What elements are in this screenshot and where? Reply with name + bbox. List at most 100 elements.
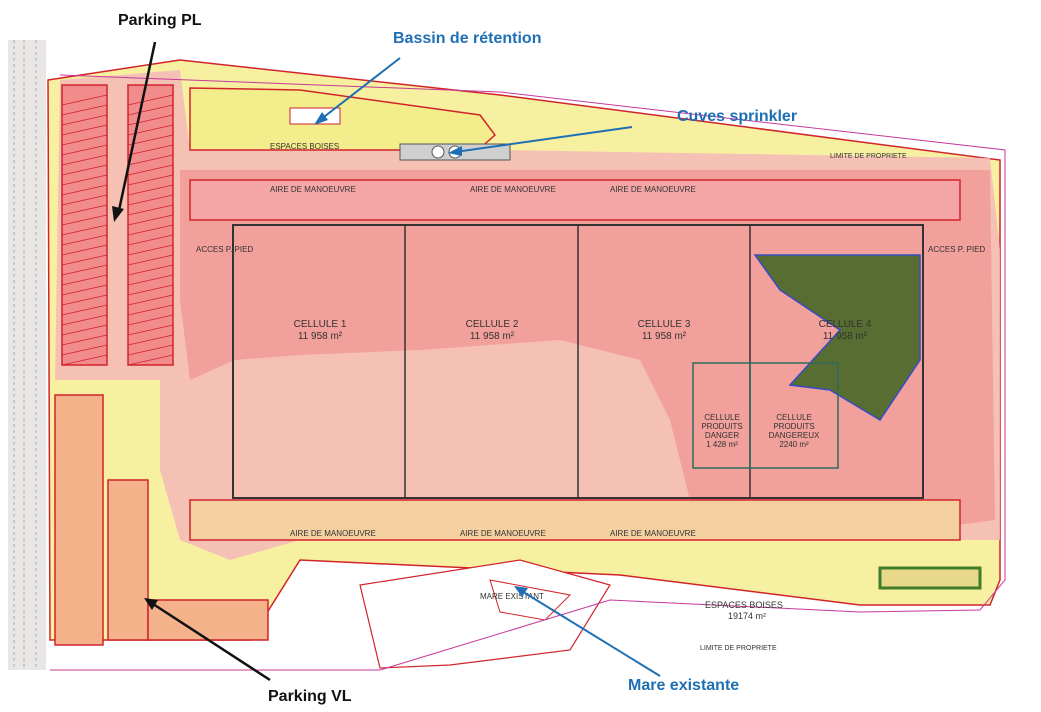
parking-stall-line: [61, 334, 108, 346]
parking-stall-line: [61, 224, 108, 236]
manoeuvre-top: [189, 179, 961, 221]
parking-pl-area: [61, 84, 174, 366]
arrow-bassin: [319, 57, 401, 121]
parking-stall-line: [61, 164, 108, 176]
hazard-cells-box: [692, 362, 839, 469]
manoeuvre-label-top-3: AIRE DE MANOEUVRE: [610, 185, 696, 194]
cell-2-name: CELLULE 2: [466, 319, 519, 330]
parking-stall-line: [61, 154, 108, 166]
parking-stall-line: [61, 344, 108, 356]
parking-stall-line: [61, 94, 108, 106]
parking-stall-line: [61, 194, 108, 206]
parking-stall-line: [127, 244, 174, 256]
retention-basin: [189, 87, 497, 151]
parking-stall-line: [127, 264, 174, 276]
parking-stall-line: [61, 284, 108, 296]
parking-stall-line: [61, 234, 108, 246]
limite-propriete-bottom: LIMITE DE PROPRIETE: [700, 645, 777, 652]
callout-mare: Mare existante: [628, 677, 740, 694]
hazard-cell-2-line3: DANGEREUX: [769, 431, 820, 440]
callout-arrows: [112, 41, 661, 682]
manoeuvre-label-top-1: AIRE DE MANOEUVRE: [270, 185, 356, 194]
property-limit: [50, 74, 1006, 671]
parking-stall-line: [61, 104, 108, 116]
plan-labels: AIRE DE MANOEUVRE AIRE DE MANOEUVRE AIRE…: [196, 142, 985, 652]
cell-labels: CELLULE 1 11 958 m² CELLULE 2 11 958 m² …: [294, 319, 872, 342]
callout-cuves: Cuves sprinkler: [677, 108, 798, 125]
green-hatched-zone: [753, 254, 921, 422]
cell-3-area: 11 958 m²: [642, 331, 687, 342]
parking-stall-line: [127, 304, 174, 316]
arrow-parking-pl: [116, 41, 157, 216]
hazard-cell-2-line1: CELLULE: [776, 413, 812, 422]
parking-stall-line: [61, 324, 108, 336]
parking-stall-line: [127, 174, 174, 186]
callout-parking-pl: Parking PL: [118, 12, 202, 29]
parking-stall-line: [61, 204, 108, 216]
parking-stall-line: [127, 94, 174, 106]
parking-stall-line: [127, 204, 174, 216]
hazard-cell-1-line1: CELLULE: [704, 413, 740, 422]
cell-2-area: 11 958 m²: [470, 331, 515, 342]
espaces-boises-small: ESPACES BOISES: [270, 142, 339, 151]
parking-stall-line: [127, 334, 174, 346]
espaces-boises-label: ESPACES BOISES: [705, 600, 783, 610]
callout-bassin: Bassin de rétention: [393, 30, 542, 47]
hazard-cell-2-area: 2240 m²: [779, 440, 809, 449]
parking-stall-line: [127, 154, 174, 166]
cell-4-area: 11 958 m²: [823, 331, 868, 342]
manoeuvre-label-top-2: AIRE DE MANOEUVRE: [470, 185, 556, 194]
parking-stall-line: [127, 144, 174, 156]
parking-stall-line: [61, 174, 108, 186]
limite-propriete-top: LIMITE DE PROPRIETE: [830, 153, 907, 160]
hazard-cell-2-line2: PRODUITS: [773, 422, 814, 431]
parking-stall-line: [61, 144, 108, 156]
parking-stall-line: [61, 114, 108, 126]
parking-stall-line: [61, 214, 108, 226]
parking-stall-line: [61, 254, 108, 266]
parking-stall-line: [127, 214, 174, 226]
parking-stall-line: [127, 254, 174, 266]
parking-stall-line: [61, 314, 108, 326]
arrow-cuves: [454, 126, 633, 153]
parking-stall-line: [61, 134, 108, 146]
parking-stall-line: [127, 134, 174, 146]
parking-stall-line: [61, 184, 108, 196]
parking-stall-line: [127, 314, 174, 326]
manoeuvre-label-bottom-2: AIRE DE MANOEUVRE: [460, 529, 546, 538]
parking-stall-line: [127, 104, 174, 116]
manoeuvre-label-bottom-1: AIRE DE MANOEUVRE: [290, 529, 376, 538]
mare-plan-label: MARE EXISTANT: [480, 592, 544, 601]
parking-stall-line: [61, 294, 108, 306]
manoeuvre-bottom: [189, 499, 961, 541]
hazard-cell-1-line2: PRODUITS: [701, 422, 742, 431]
parking-stall-line: [61, 274, 108, 286]
cell-4-name: CELLULE 4: [819, 319, 872, 330]
parking-stall-line: [127, 164, 174, 176]
hazard-cell-1-area: 1 428 m²: [706, 440, 738, 449]
left-road-strip: [8, 40, 46, 670]
parking-stall-line: [127, 324, 174, 336]
cell-1-area: 11 958 m²: [298, 331, 343, 342]
parking-stall-line: [61, 244, 108, 256]
parking-stall-line: [61, 354, 108, 366]
parking-stall-line: [61, 304, 108, 316]
parking-stall-line: [127, 114, 174, 126]
parking-stall-line: [127, 224, 174, 236]
arrow-mare: [519, 589, 661, 677]
arrow-parking-vl: [149, 600, 271, 682]
small-wooded-box: [878, 566, 982, 590]
manoeuvre-label-bottom-3: AIRE DE MANOEUVRE: [610, 529, 696, 538]
callout-parking-vl: Parking VL: [268, 688, 352, 705]
parking-stall-line: [127, 234, 174, 246]
hazard-cell-labels: CELLULE PRODUITS DANGER 1 428 m² CELLULE…: [701, 413, 820, 449]
acces-pied-right: ACCES P. PIED: [928, 245, 985, 254]
acces-pied-left: ACCES P. PIED: [196, 245, 253, 254]
espaces-boises-area: 19174 m²: [728, 611, 766, 621]
parking-stall-line: [127, 184, 174, 196]
pond-outline: [359, 559, 611, 669]
parking-stall-line: [127, 344, 174, 356]
parking-stall-line: [127, 274, 174, 286]
hazard-cell-1-line3: DANGER: [705, 431, 739, 440]
